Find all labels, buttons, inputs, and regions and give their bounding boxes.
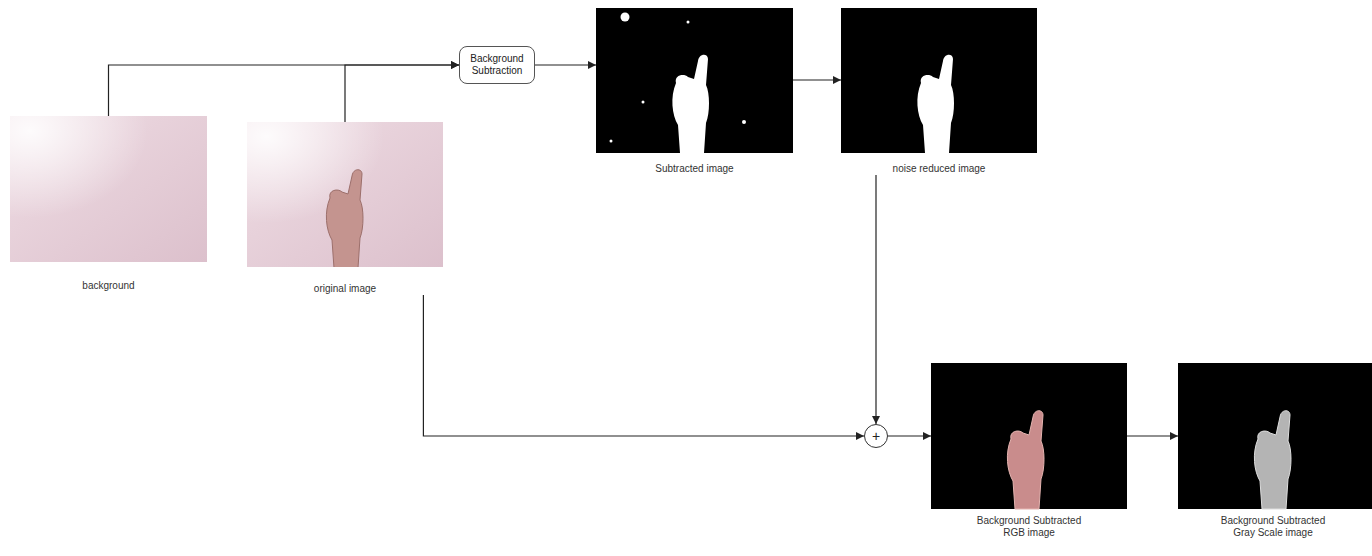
flow-arrow	[875, 175, 876, 424]
photo-glow	[10, 116, 207, 262]
image-node: noise reduced image	[841, 8, 1037, 175]
mask-image	[841, 8, 1037, 153]
flow-arrow	[793, 79, 841, 80]
background-photo	[10, 116, 207, 262]
photo-glow	[247, 122, 443, 267]
process-label: Background Subtraction	[467, 53, 527, 77]
sum-junction: +	[864, 424, 888, 448]
flow-arrow	[535, 64, 596, 65]
mask-image	[596, 8, 793, 153]
noise-dot	[742, 120, 746, 124]
original-photo	[247, 122, 443, 267]
noise-dot	[642, 101, 645, 104]
gray-image	[1178, 363, 1372, 509]
image-caption: noise reduced image	[849, 163, 1029, 175]
noise-dot	[687, 21, 690, 24]
hand-mask	[917, 55, 954, 153]
process-box: Background Subtraction	[459, 46, 535, 84]
image-node: Subtracted image	[596, 8, 793, 175]
image-node: original image	[247, 122, 443, 295]
flow-arrow	[345, 65, 459, 122]
noise-dot	[610, 140, 613, 143]
hand-mask	[672, 55, 709, 153]
image-caption: original image	[255, 283, 435, 295]
image-caption: background	[19, 280, 199, 292]
flow-arrow	[1127, 435, 1178, 436]
hand-figure	[1254, 411, 1291, 509]
image-node: Background Subtracted Gray Scale image	[1178, 363, 1368, 539]
image-caption: Background Subtracted Gray Scale image	[1211, 515, 1336, 539]
rgb-image	[931, 363, 1127, 509]
image-caption: Background Subtracted RGB image	[967, 515, 1092, 539]
flow-arrow	[888, 435, 931, 436]
hand-figure	[326, 170, 363, 267]
flow-arrow	[109, 65, 460, 116]
image-caption: Subtracted image	[605, 163, 785, 175]
operator-symbol: +	[872, 429, 880, 443]
flow-arrow	[423, 295, 864, 436]
image-node: Background Subtracted RGB image	[931, 363, 1127, 539]
noise-dot	[621, 13, 630, 22]
hand-group	[326, 170, 363, 267]
hand-figure	[1007, 411, 1044, 509]
image-node: background	[10, 116, 207, 292]
